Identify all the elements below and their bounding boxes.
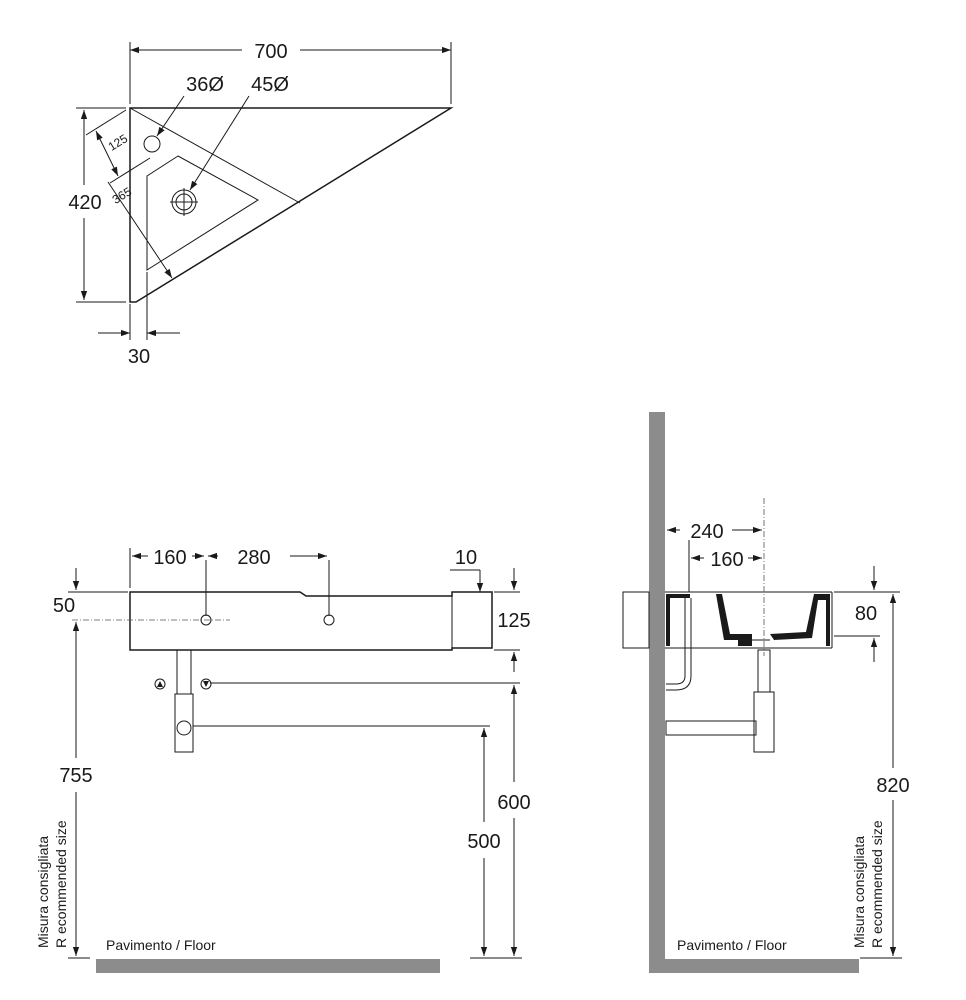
dim-700: 700 bbox=[254, 41, 287, 63]
dim-420: 420 bbox=[68, 192, 101, 214]
basin-outline-front bbox=[129, 591, 493, 651]
dim-755: 755 bbox=[59, 765, 92, 787]
recommended-size-label-en-side: R ecommended size bbox=[869, 820, 885, 948]
dim-600: 600 bbox=[497, 792, 530, 814]
trap-horizontal-pipe bbox=[665, 720, 757, 736]
floor-label-front: Pavimento / Floor bbox=[106, 937, 216, 953]
front-view: 160 280 10 50 125 755 600 500 bbox=[35, 547, 531, 973]
dim-36-diameter: 36Ø bbox=[186, 74, 224, 96]
basin-section bbox=[666, 594, 690, 646]
dim-80: 80 bbox=[855, 603, 877, 625]
dim-160-side: 160 bbox=[710, 549, 743, 571]
dim-160-front: 160 bbox=[153, 547, 186, 569]
dim-45-diameter: 45Ø bbox=[251, 74, 289, 96]
side-view: 240 160 80 820 Misura consigliata R ecom… bbox=[622, 412, 910, 973]
top-view: 700 36Ø 45Ø 420 125 365 30 bbox=[68, 41, 454, 368]
dim-280: 280 bbox=[237, 547, 270, 569]
trap-pipe-lower bbox=[174, 693, 194, 753]
dim-125-front: 125 bbox=[497, 610, 530, 632]
tap-hole bbox=[143, 135, 161, 153]
floor-front bbox=[96, 959, 440, 973]
dim-500: 500 bbox=[467, 831, 500, 853]
dim-50: 50 bbox=[53, 595, 75, 617]
trap-pipe-upper bbox=[176, 649, 192, 695]
recommended-size-label-en-front: R ecommended size bbox=[53, 820, 69, 948]
dim-125-diag: 125 bbox=[106, 131, 131, 154]
dim-10: 10 bbox=[455, 547, 477, 569]
floor-side bbox=[649, 959, 859, 973]
dim-30: 30 bbox=[128, 346, 150, 368]
bowl-outline-top bbox=[146, 155, 259, 271]
dim-820: 820 bbox=[876, 775, 909, 797]
basin-outline-top bbox=[129, 107, 454, 303]
wall bbox=[649, 412, 665, 973]
dim-240: 240 bbox=[690, 521, 723, 543]
floor-label-side: Pavimento / Floor bbox=[677, 937, 787, 953]
recommended-size-label-it-front: Misura consigliata bbox=[35, 836, 51, 948]
recommended-size-label-it-side: Misura consigliata bbox=[851, 836, 867, 948]
